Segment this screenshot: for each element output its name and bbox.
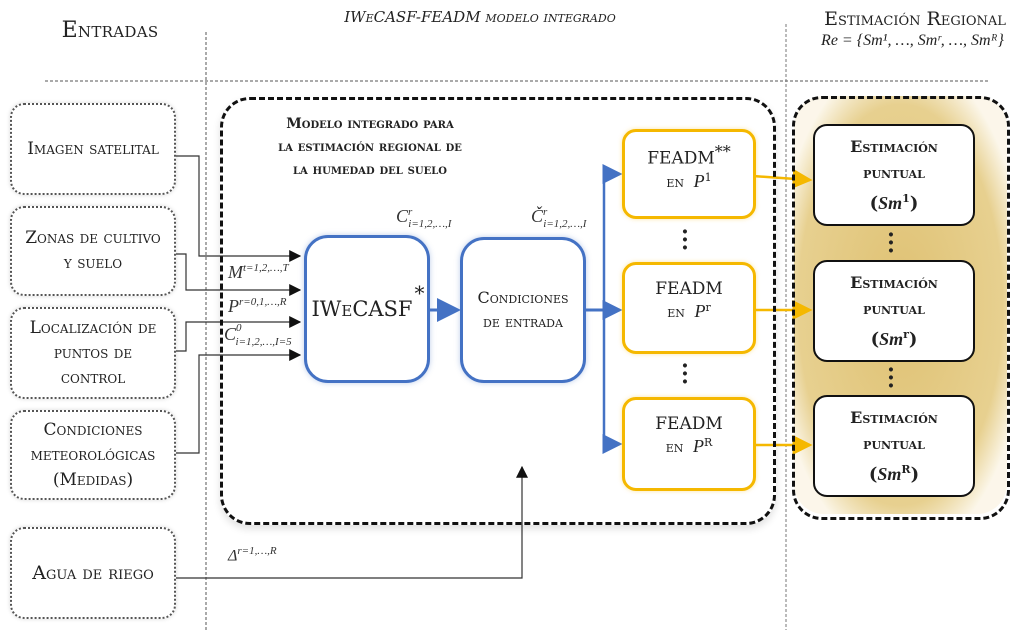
- edge-feadm-1-est: [752, 168, 813, 189]
- edge-agua: [172, 465, 528, 579]
- estimation-line1: Estimación: [850, 407, 938, 427]
- feadm-label: FEADM: [655, 414, 723, 434]
- label-c0: C0i=1,2,…,I=5: [224, 322, 292, 348]
- edge-condiciones: [172, 349, 302, 454]
- conditions-line: Condiciones: [477, 288, 569, 307]
- estimation-line2: puntual: [863, 298, 925, 318]
- label-ccheck: Čri=1,2,…,I: [531, 206, 587, 230]
- ellipsis-vertical-icon: ···: [887, 357, 895, 399]
- feadm-point: P: [694, 301, 706, 321]
- feadm-box-R: FEADM en PR: [622, 397, 756, 491]
- feadm-sup: r: [705, 301, 711, 314]
- feadm-en: en: [665, 438, 684, 456]
- model-group: [220, 97, 776, 525]
- header-model: IWeCASF-FEADM modelo integrado: [344, 8, 616, 26]
- input-imagen-satelital: Imagen satelital: [10, 103, 176, 195]
- iwecasf-label: IWeCASF: [311, 297, 413, 321]
- feadm-point: P: [692, 436, 704, 456]
- conditions-box: Condiciones de entrada: [460, 237, 586, 383]
- estimation-line1: Estimación: [850, 136, 938, 156]
- estimation-line2: puntual: [863, 162, 925, 182]
- feadm-box-1: FEADM** en P1: [622, 129, 756, 219]
- label-p: Pr=0,1,…,R: [228, 296, 287, 316]
- feadm-point: P: [693, 170, 705, 191]
- label-m: Mt=1,2,…,T: [228, 262, 289, 282]
- estimation-box-r: Estimación puntual (Smr): [813, 260, 975, 362]
- ellipsis-vertical-icon: ···: [887, 222, 895, 264]
- feadm-sup: 1: [704, 170, 712, 184]
- estimation-sup: 1: [902, 191, 910, 205]
- estimation-box-1: Estimación puntual (Sm1): [813, 124, 975, 226]
- label-delta: Δr=1,…,R: [228, 545, 277, 565]
- feadm-en: en: [667, 303, 685, 321]
- input-zonas-cultivo: Zonas de cultivo y suelo: [10, 206, 176, 296]
- title-line: la humedad del suelo: [292, 162, 447, 178]
- edge-zonas: [172, 253, 302, 296]
- edge-localizacion: [172, 316, 302, 352]
- feadm-label: FEADM: [655, 279, 723, 299]
- model-group-title: Modelo integrado para la estimación regi…: [260, 113, 480, 182]
- regional-formula: Re = {Sm¹, …, Smʳ, …, Smᴿ}: [821, 32, 1004, 49]
- label-cr: Cri=1,2,…,I: [396, 206, 452, 230]
- estimation-var: Sm: [879, 328, 904, 349]
- iwecasf-mark: *: [414, 281, 425, 305]
- input-localizacion: Localización de puntos de control: [10, 307, 176, 399]
- conditions-line: de entrada: [483, 312, 563, 331]
- feadm-en: en: [666, 172, 685, 191]
- feadm-sup: R: [703, 436, 713, 449]
- header-regional: Estimación Regional: [824, 8, 1006, 30]
- feadm-label: FEADM: [647, 148, 715, 169]
- estimation-var: Sm: [877, 463, 902, 484]
- regional-group: [792, 96, 1010, 520]
- estimation-var: Sm: [878, 192, 903, 213]
- feadm-box-r: FEADM en Pr: [622, 262, 756, 354]
- input-agua-riego: Agua de riego: [10, 527, 176, 619]
- estimation-box-R: Estimación puntual (SmR): [813, 395, 975, 497]
- ellipsis-vertical-icon: ···: [681, 353, 689, 395]
- title-line: la estimación regional de: [278, 139, 462, 155]
- estimation-sup: r: [903, 327, 909, 341]
- title-line: Modelo integrado para: [286, 116, 454, 132]
- feadm-mark: **: [714, 142, 731, 161]
- header-inputs: Entradas: [61, 18, 159, 43]
- estimation-line2: puntual: [863, 433, 925, 453]
- estimation-sup: R: [901, 462, 911, 476]
- ellipsis-vertical-icon: ···: [681, 219, 689, 261]
- estimation-line1: Estimación: [850, 272, 938, 292]
- iwecasf-box: IWeCASF *: [304, 235, 430, 383]
- input-condiciones-meteo: Condiciones meteorológicas (Medidas): [10, 410, 176, 500]
- edge-imagen: [172, 155, 302, 262]
